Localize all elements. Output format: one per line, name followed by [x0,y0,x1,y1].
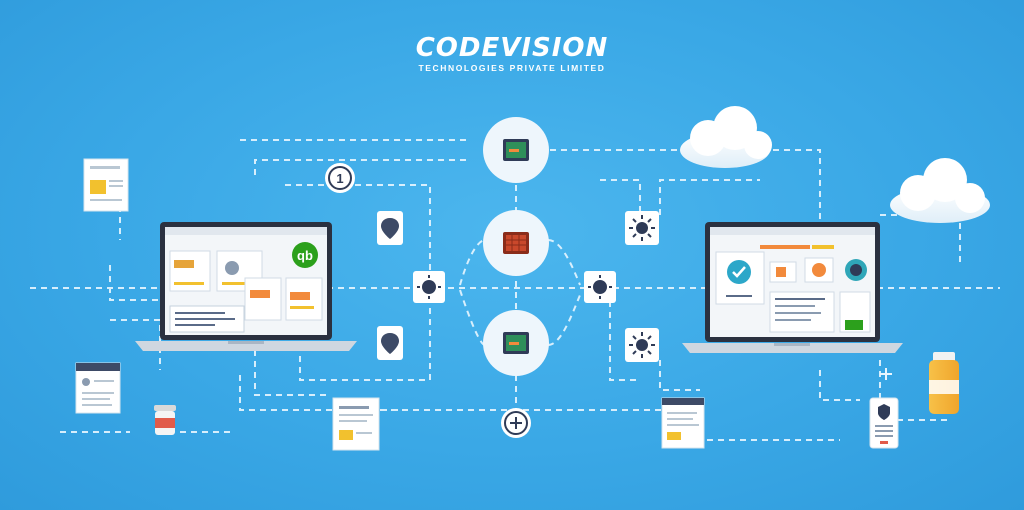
plus-icon [880,368,892,380]
cloud-icon [680,106,772,168]
hub-node-bottom [483,310,549,376]
jar-icon [929,352,959,414]
sun-node-icon [625,328,659,362]
quickbooks-logo-text: qb [297,248,313,263]
document-icon [332,397,380,451]
badge-number: 1 [336,171,343,186]
plus-circle-icon [501,408,531,438]
laptop-left: qb [135,222,357,351]
cloud-icon [890,158,990,223]
location-pin-icon [377,211,403,245]
gear-node-icon [413,271,445,303]
laptop-right [682,222,903,353]
sun-node-icon [625,211,659,245]
document-icon [83,158,129,212]
hub-node-top [483,117,549,183]
location-pin-icon [377,326,403,360]
brand-name: CODEVISION [415,33,609,63]
document-icon [661,397,705,449]
number-badge: 1 [325,163,355,193]
hub-node-middle [483,210,549,276]
jar-icon [154,405,176,435]
quickbooks-logo: qb [292,242,318,268]
gear-node-icon [584,271,616,303]
brand-tagline: TECHNOLOGIES PRIVATE LIMITED [418,63,606,73]
document-icon [75,362,121,414]
brand-logo: CODEVISION TECHNOLOGIES PRIVATE LIMITED [0,34,1024,73]
mobile-device-icon [869,397,899,449]
